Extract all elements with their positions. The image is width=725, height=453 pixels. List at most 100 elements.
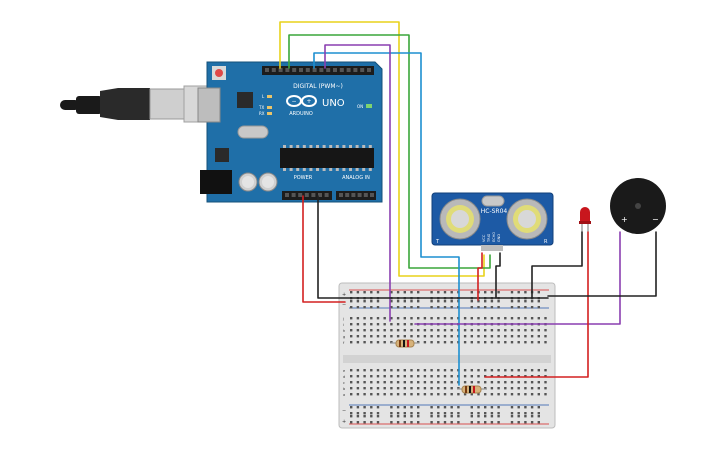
chip-pin [296, 168, 300, 171]
bb-hole [490, 406, 494, 409]
header-hole [333, 68, 337, 72]
bb-hole [530, 381, 534, 384]
bb-hole [477, 317, 480, 320]
bb-hole [450, 393, 453, 396]
bb-hole [530, 393, 534, 396]
bb-hole [403, 335, 406, 338]
bb-hole [363, 415, 366, 418]
wire-purple-arduino [324, 44, 391, 322]
bb-hole [350, 369, 353, 372]
bb-hole [443, 317, 447, 320]
bb-hole [383, 387, 386, 390]
bb-hole [383, 393, 386, 396]
header-hole [353, 68, 358, 72]
chip-pin [342, 168, 346, 171]
bb-hole [376, 291, 380, 294]
bb-hole [544, 329, 547, 332]
bb-hole [490, 412, 494, 415]
bb-hole [544, 317, 547, 320]
chip-pin [329, 145, 333, 148]
bb-hole [530, 406, 534, 409]
bb-hole [396, 323, 400, 326]
bb-hole [363, 387, 366, 390]
bb-hole [410, 369, 413, 372]
sensor-pin-trig: TRIG [487, 233, 491, 243]
bb-hole [417, 306, 420, 309]
bb-hole [437, 387, 440, 390]
bb-hole [403, 317, 406, 320]
bb-hole [376, 306, 380, 309]
header-hole [318, 193, 322, 197]
bb-hole [477, 381, 480, 384]
bb-hole [363, 421, 366, 424]
bb-hole [417, 415, 420, 418]
bb-hole [363, 323, 366, 326]
bb-hole [470, 329, 473, 332]
bb-hole [457, 387, 460, 390]
bb-hole [363, 329, 366, 332]
bb-hole [537, 421, 540, 424]
bb-hole [376, 412, 380, 415]
bb-hole [430, 381, 433, 384]
bb-hole [544, 381, 547, 384]
bb-hole [530, 341, 534, 344]
bb-hole [396, 375, 400, 378]
bb-hole [484, 306, 487, 309]
bb-hole [517, 406, 520, 409]
sensor-pin-gnd: GND [497, 234, 501, 242]
bb-hole [470, 300, 473, 303]
led-rx-indicator [267, 112, 272, 115]
bb-hole [477, 415, 480, 418]
wire-red-5v [302, 195, 346, 303]
buzzer-plus-label: + [621, 215, 628, 224]
bb-hole [410, 329, 413, 332]
bb-hole [537, 317, 540, 320]
bb-hole [356, 421, 360, 424]
chip-pin [342, 145, 346, 148]
bb-hole [443, 335, 447, 338]
bb-hole [390, 341, 393, 344]
bb-hole [497, 406, 500, 409]
bb-hole [417, 335, 420, 338]
bb-hole [430, 421, 433, 424]
bb-hole [370, 335, 373, 338]
bb-hole [370, 375, 373, 378]
bb-hole [450, 291, 453, 294]
svg-text:+: + [306, 98, 311, 105]
bb-hole [376, 381, 380, 384]
bb-hole [417, 393, 420, 396]
bb-hole [450, 375, 453, 378]
bb-hole [417, 291, 420, 294]
bb-hole [396, 412, 400, 415]
bb-hole [376, 406, 380, 409]
bb-hole [463, 393, 467, 396]
chip-pin [296, 145, 300, 148]
bb-hole [363, 369, 366, 372]
bb-hole [504, 341, 507, 344]
bb-hole [517, 300, 520, 303]
bb-hole [430, 375, 433, 378]
bb-hole [484, 341, 487, 344]
bb-hole [457, 393, 460, 396]
bb-hole [450, 300, 453, 303]
bb-hole [410, 415, 413, 418]
bb-hole [437, 375, 440, 378]
bb-hole [396, 415, 400, 418]
bb-hole [370, 341, 373, 344]
bb-hole [450, 387, 453, 390]
bb-hole [363, 406, 366, 409]
bb-hole [430, 387, 433, 390]
bb-hole [403, 387, 406, 390]
bb-hole [410, 381, 413, 384]
header-hole [299, 68, 303, 72]
bb-hole [510, 415, 514, 418]
bb-hole [477, 335, 480, 338]
bb-hole [396, 421, 400, 424]
bb-hole [443, 381, 447, 384]
bb-hole [403, 393, 406, 396]
bb-hole [497, 381, 500, 384]
bb-hole [356, 317, 360, 320]
transmitter-transducer [439, 198, 481, 240]
bb-hole [390, 335, 393, 338]
